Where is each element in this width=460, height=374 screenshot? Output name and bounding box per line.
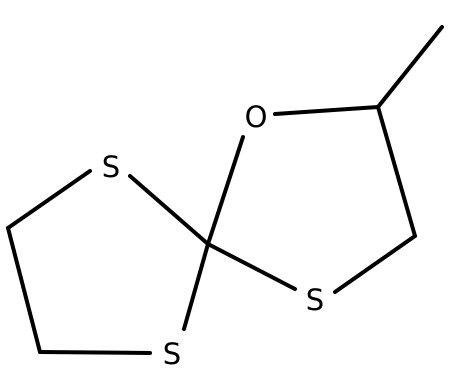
atom-sulfur-upper-left: S (102, 150, 120, 184)
bond-spiro-s-upper (128, 174, 210, 246)
bonds (6, 25, 444, 355)
bond-s-upper-ch2 (6, 169, 92, 230)
bond-ch-methyl (376, 25, 444, 109)
atom-labels: O S S S (102, 100, 324, 371)
bond-ch2-s-lower (38, 350, 152, 355)
bond-spiro-c-o (206, 135, 245, 246)
bond-s-right-spiro (206, 242, 297, 291)
atom-oxygen: O (245, 100, 268, 134)
atom-sulfur-right: S (306, 283, 324, 317)
bond-s-lower-spiro (182, 242, 210, 331)
bond-ch-ch2 (376, 105, 417, 238)
bond-o-ch (273, 105, 380, 116)
atom-sulfur-lower-left: S (163, 337, 181, 371)
bond-ch2-s-right (333, 234, 417, 294)
bond-ch2-ch2-left (6, 226, 42, 354)
